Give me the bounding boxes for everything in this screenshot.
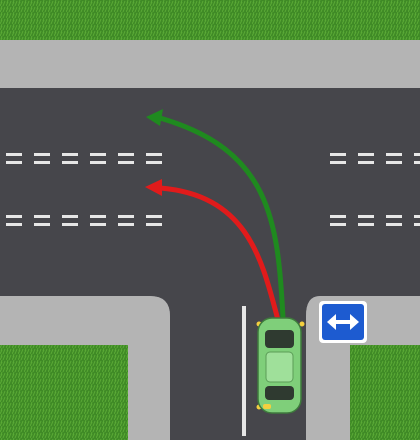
lane-dash <box>6 223 22 226</box>
lane-dash <box>34 161 50 164</box>
lane-dash <box>34 153 50 156</box>
lane-dash <box>146 161 162 164</box>
lane-dash <box>146 223 162 226</box>
lane-dash <box>118 153 134 156</box>
grass-bottom-left <box>0 345 128 440</box>
lane-dash <box>146 153 162 156</box>
lane-dash <box>386 161 402 164</box>
lane-dash <box>6 161 22 164</box>
lane-dash <box>90 161 106 164</box>
lane-dash <box>90 215 106 218</box>
lane-dash <box>358 153 374 156</box>
grass-bottom-right <box>350 345 420 440</box>
lane-dash <box>90 153 106 156</box>
lane-dash <box>6 153 22 156</box>
lane-dash <box>118 215 134 218</box>
lane-dash <box>414 215 420 218</box>
lane-dash <box>90 223 106 226</box>
lane-dash <box>34 223 50 226</box>
lane-dash <box>146 215 162 218</box>
lane-dash <box>330 161 346 164</box>
lane-dash <box>34 215 50 218</box>
side-road-center-line <box>242 306 246 436</box>
sidewalk-top <box>0 40 420 88</box>
lane-dash <box>358 215 374 218</box>
lane-dash <box>62 153 78 156</box>
lane-dash <box>414 161 420 164</box>
lane-dash <box>414 153 420 156</box>
lane-dash <box>62 223 78 226</box>
lane-dash <box>62 215 78 218</box>
car-icon <box>257 318 305 413</box>
lane-dash <box>414 223 420 226</box>
grass-top <box>0 0 420 40</box>
lane-dash <box>118 161 134 164</box>
lane-dash <box>386 153 402 156</box>
lane-dash <box>118 223 134 226</box>
lane-dash <box>386 215 402 218</box>
two-way-sign <box>319 301 367 343</box>
lane-dash <box>330 223 346 226</box>
lane-dash <box>330 215 346 218</box>
main-road <box>0 88 420 296</box>
lane-dash <box>330 153 346 156</box>
lane-dash <box>386 223 402 226</box>
lane-dash <box>6 215 22 218</box>
lane-dash <box>62 161 78 164</box>
lane-dash <box>358 161 374 164</box>
lane-dash <box>358 223 374 226</box>
